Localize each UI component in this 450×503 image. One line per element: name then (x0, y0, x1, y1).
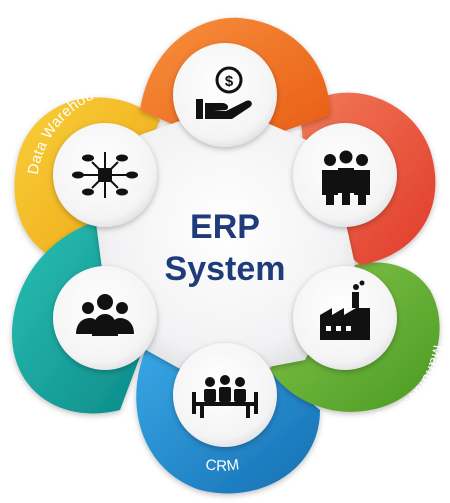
label-crm: CRM (205, 456, 241, 474)
money-hand-icon: $ (196, 66, 252, 119)
svg-text:$: $ (225, 73, 234, 90)
people-group-icon (322, 150, 370, 205)
label-financial: Financial (195, 0, 265, 9)
center-title-line1: ERP (190, 208, 260, 246)
node-crm (173, 343, 277, 447)
factory-icon (320, 280, 370, 340)
team-icon (76, 294, 134, 336)
database-network-icon (72, 152, 138, 198)
center-title-line2: System (165, 250, 286, 288)
node-financial: $ (173, 43, 277, 147)
node-manufacturing (293, 266, 397, 370)
node-data-warehouse (53, 123, 157, 227)
center-panel (95, 105, 355, 380)
node-supply-chain (293, 123, 397, 227)
node-human-resource (53, 266, 157, 370)
meeting-table-icon (192, 375, 258, 418)
